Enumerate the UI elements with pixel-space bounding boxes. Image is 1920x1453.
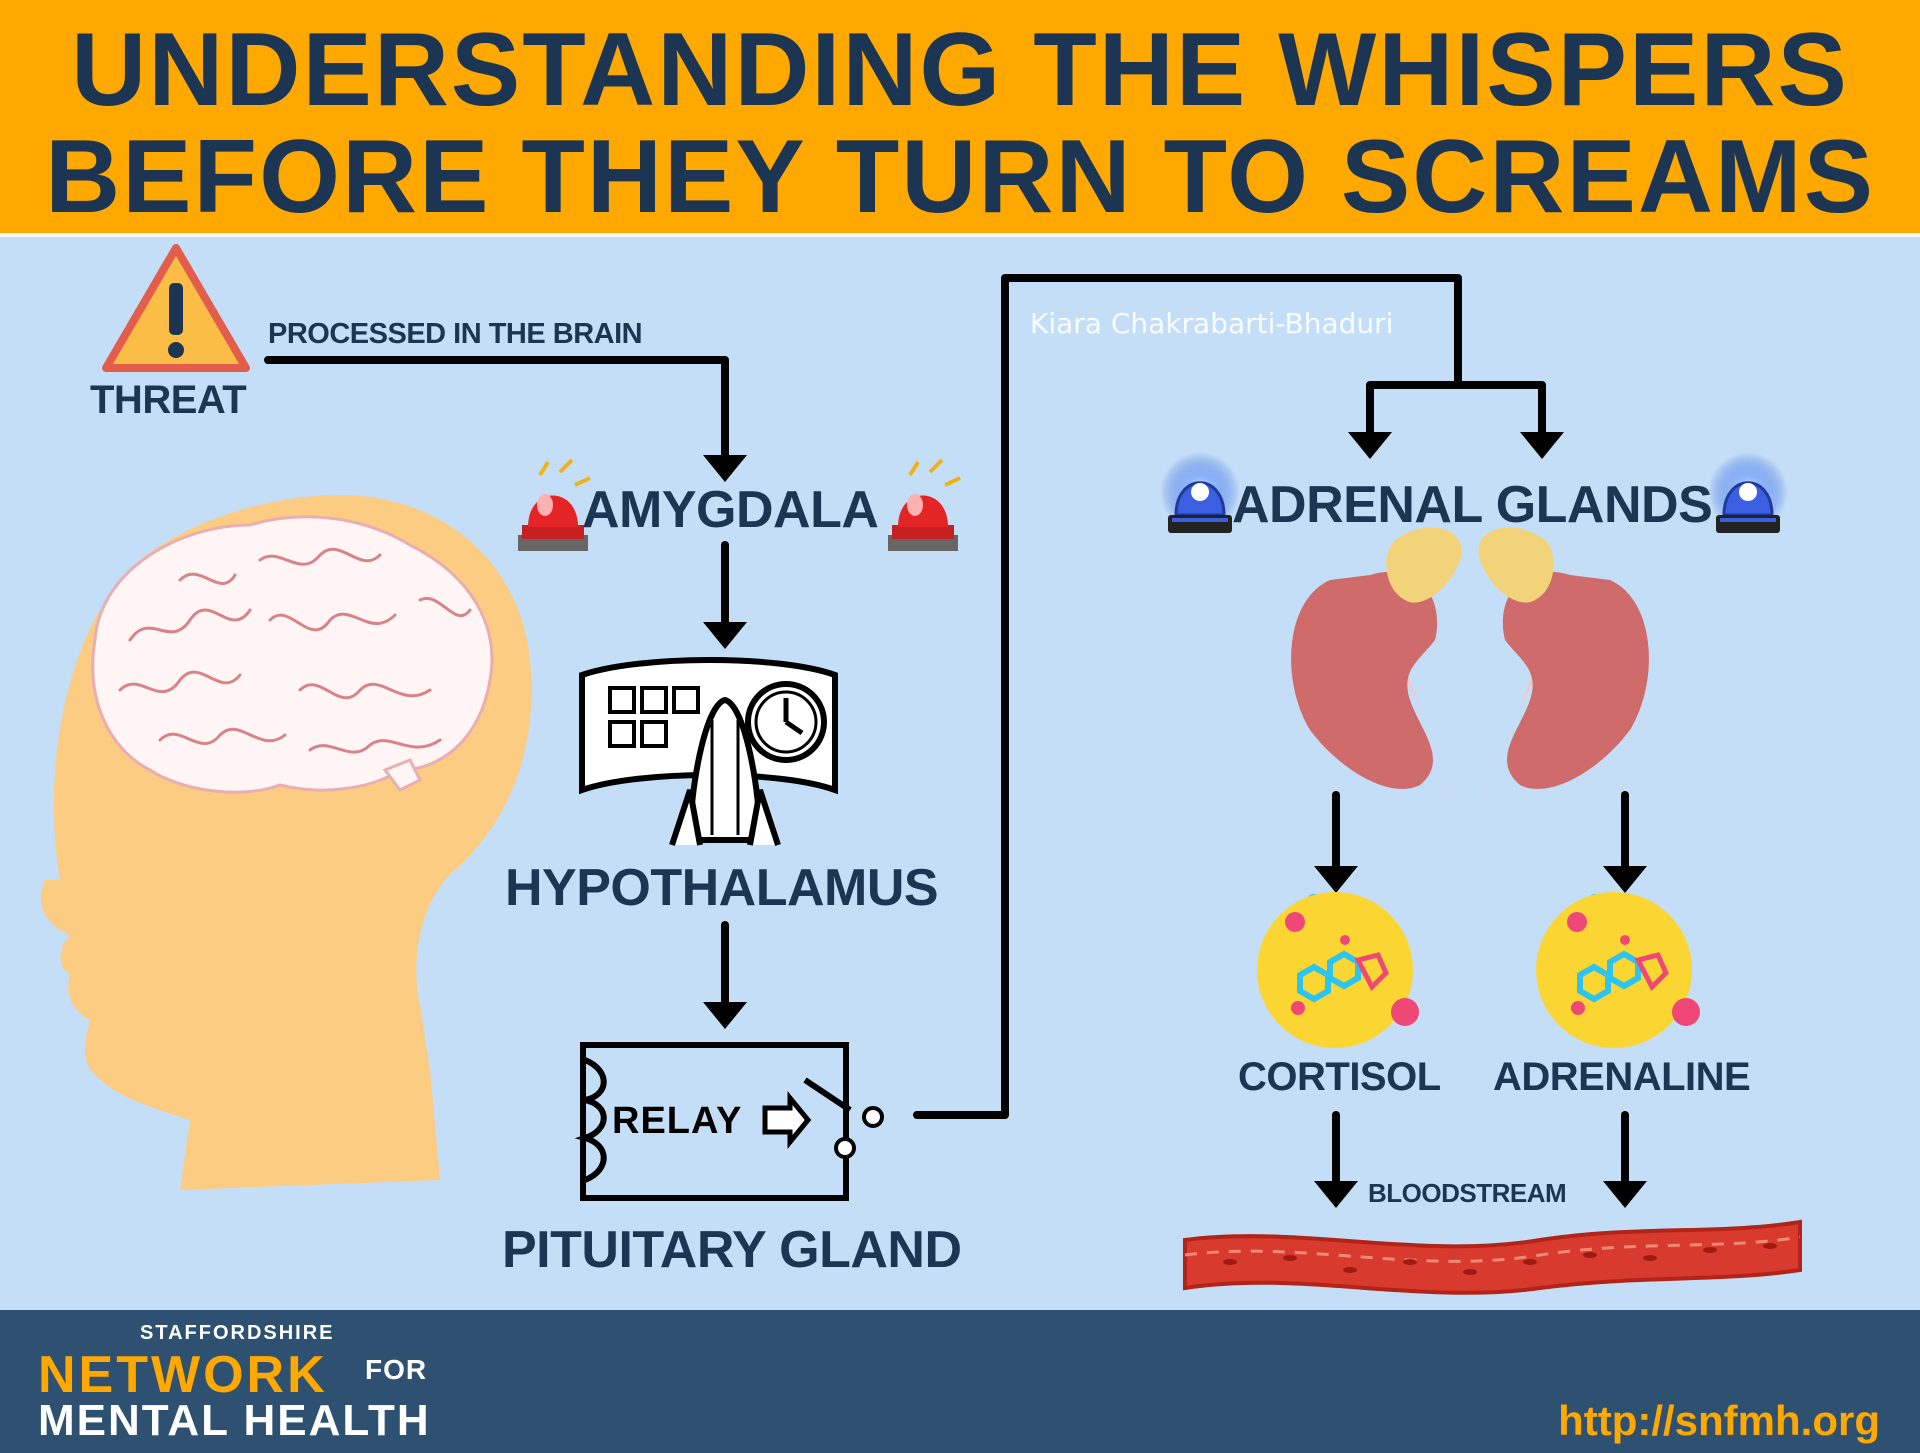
relay-switch-icon — [574, 1042, 884, 1201]
police-light-icon-right — [1708, 452, 1788, 533]
adrenaline-label: ADRENALINE — [1493, 1055, 1751, 1099]
title-line-2: BEFORE THEY TURN TO SCREAMS — [45, 119, 1875, 235]
amygdala-label: AMYGDALA — [582, 481, 879, 539]
relay-label: RELAY — [612, 1100, 743, 1142]
head-brain-illustration — [41, 495, 532, 1190]
police-light-icon-left — [1160, 452, 1240, 533]
warning-icon — [102, 244, 250, 372]
website-link[interactable]: http://snfmh.org — [1558, 1397, 1880, 1444]
header-banner: UNDERSTANDING THE WHISPERS BEFORE THEY T… — [0, 0, 1920, 237]
org-logo-top: STAFFORDSHIRE — [140, 1322, 335, 1344]
alarm-siren-icon-left — [518, 458, 591, 551]
kidney-icon-left — [1291, 527, 1462, 810]
flow-lines — [264, 274, 1629, 1189]
threat-label: THREAT — [90, 378, 247, 422]
hypothalamus-label: HYPOTHALAMUS — [505, 859, 939, 917]
org-logo-for: FOR — [365, 1354, 428, 1385]
title-line-1: UNDERSTANDING THE WHISPERS — [71, 12, 1849, 128]
cortisol-label: CORTISOL — [1238, 1055, 1441, 1099]
pituitary-label: PITUITARY GLAND — [502, 1221, 962, 1279]
alarm-siren-icon-right — [888, 458, 961, 551]
processed-label: PROCESSED IN THE BRAIN — [268, 318, 643, 350]
kidney-icon-right — [1478, 527, 1649, 810]
blood-vessel-icon — [1183, 1219, 1802, 1295]
bloodstream-label: BLOODSTREAM — [1368, 1178, 1567, 1208]
org-logo-bottom: MENTAL HEALTH — [38, 1396, 431, 1445]
arrowheads — [703, 432, 1647, 1208]
artist-credit: Kiara Chakrabarti-Bhaduri — [1030, 307, 1394, 340]
control-room-icon — [579, 657, 838, 846]
adrenal-label: ADRENAL GLANDS — [1232, 476, 1713, 534]
footer-bar — [0, 1310, 1920, 1453]
molecule-icon-cortisol — [1257, 892, 1419, 1048]
org-logo-main: NETWORK — [38, 1346, 328, 1404]
molecule-icon-adrenaline — [1536, 892, 1700, 1048]
